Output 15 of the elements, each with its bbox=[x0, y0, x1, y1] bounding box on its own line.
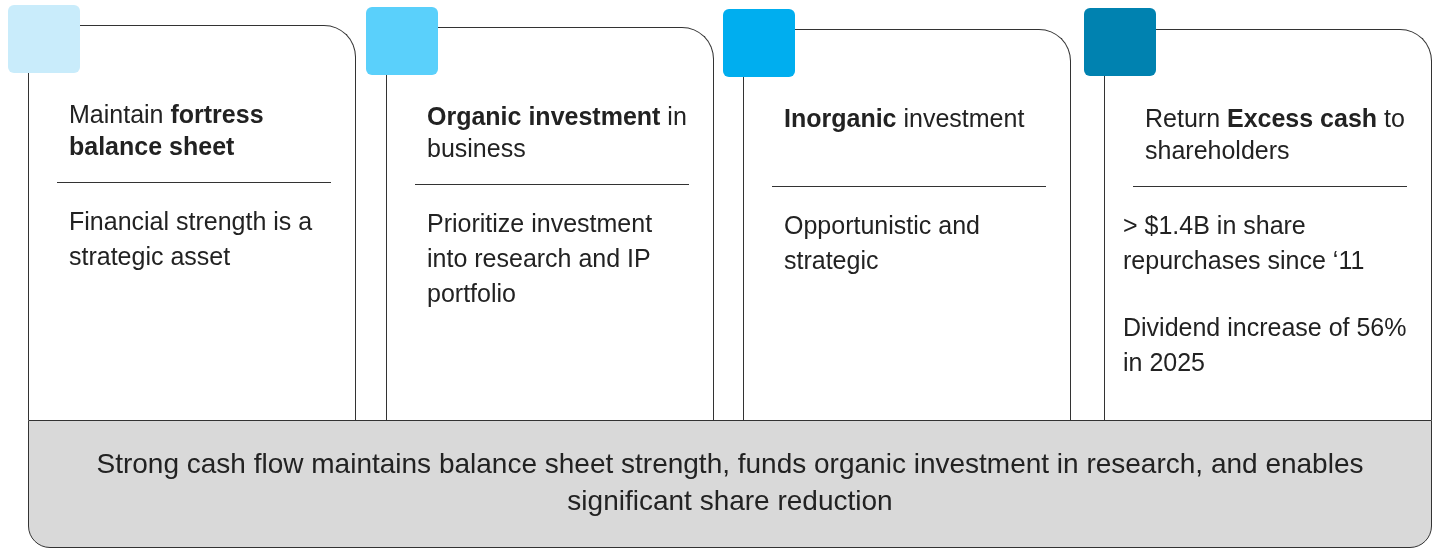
card-heading: Return Excess cash to shareholders bbox=[1145, 103, 1406, 166]
content-card bbox=[386, 27, 714, 420]
summary-banner bbox=[28, 420, 1432, 548]
card-heading: Organic investment in business bbox=[427, 101, 688, 164]
card-text: Financial strength is a strategic asset bbox=[69, 206, 314, 272]
content-card bbox=[1104, 29, 1432, 420]
banner-text: Strong cash flow maintains balance sheet strength, funds organic investment in research, and enables significant share reduction bbox=[95, 447, 1365, 518]
card-text: > $1.4B in share repurchases since ‘11 bbox=[1123, 210, 1366, 276]
card-text: Prioritize investment into research and IP portfolio bbox=[427, 208, 654, 309]
content-card bbox=[28, 25, 356, 420]
card-text: Opportunistic and strategic bbox=[784, 210, 981, 276]
content-card bbox=[743, 29, 1071, 420]
card-heading: Maintain fortress balance sheet bbox=[69, 99, 265, 162]
card-heading: Inorganic investment bbox=[784, 103, 1026, 134]
card-text: Dividend increase of 56% in 2025 bbox=[1123, 312, 1408, 378]
